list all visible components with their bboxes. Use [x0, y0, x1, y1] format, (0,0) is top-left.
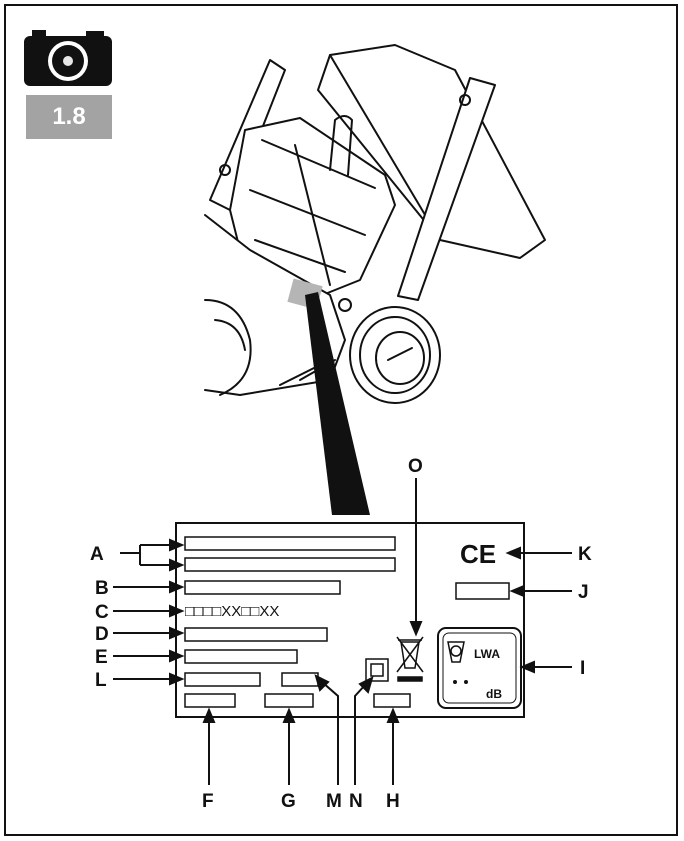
figure-number-badge: 1.8: [26, 95, 112, 139]
field-d: [184, 627, 328, 642]
callout-k: K: [578, 544, 592, 565]
lwa-symbol: LWA: [474, 647, 500, 661]
camera-icon: [24, 30, 112, 86]
field-b: [184, 580, 341, 595]
sound-power-box: LWA dB: [437, 627, 522, 709]
callout-m: M: [326, 791, 342, 812]
field-h: [373, 693, 411, 708]
callout-d: D: [95, 624, 109, 645]
code-pattern: □□□□XX□□XX: [185, 603, 279, 620]
ce-mark: CE: [460, 539, 496, 569]
callout-arrows: [113, 478, 572, 785]
callout-f: F: [202, 791, 214, 812]
figure-frame: [4, 4, 678, 836]
field-j: [455, 582, 510, 600]
callout-b: B: [95, 578, 109, 599]
field-m: [281, 672, 319, 687]
callout-a: A: [90, 544, 104, 565]
callout-j: J: [578, 582, 589, 603]
db-symbol: dB: [486, 687, 502, 701]
field-l: [184, 672, 261, 687]
field-a1: [184, 536, 396, 551]
field-a2: [184, 557, 396, 572]
callout-n: N: [349, 791, 363, 812]
zoom-wedge: [305, 292, 370, 515]
field-g: [264, 693, 314, 708]
callout-o: O: [408, 456, 423, 477]
callout-i: I: [580, 658, 585, 679]
field-f: [184, 693, 236, 708]
lawnmower-illustration: [204, 44, 546, 404]
sound-icon: [447, 641, 465, 663]
weee-icon: [396, 636, 424, 682]
callout-c: C: [95, 602, 109, 623]
callout-l: L: [95, 670, 107, 691]
field-e: [184, 649, 298, 664]
field-n-inner: [370, 663, 384, 677]
plate-fields: [184, 536, 510, 708]
callout-e: E: [95, 647, 108, 668]
callout-g: G: [281, 791, 296, 812]
callout-h: H: [386, 791, 400, 812]
